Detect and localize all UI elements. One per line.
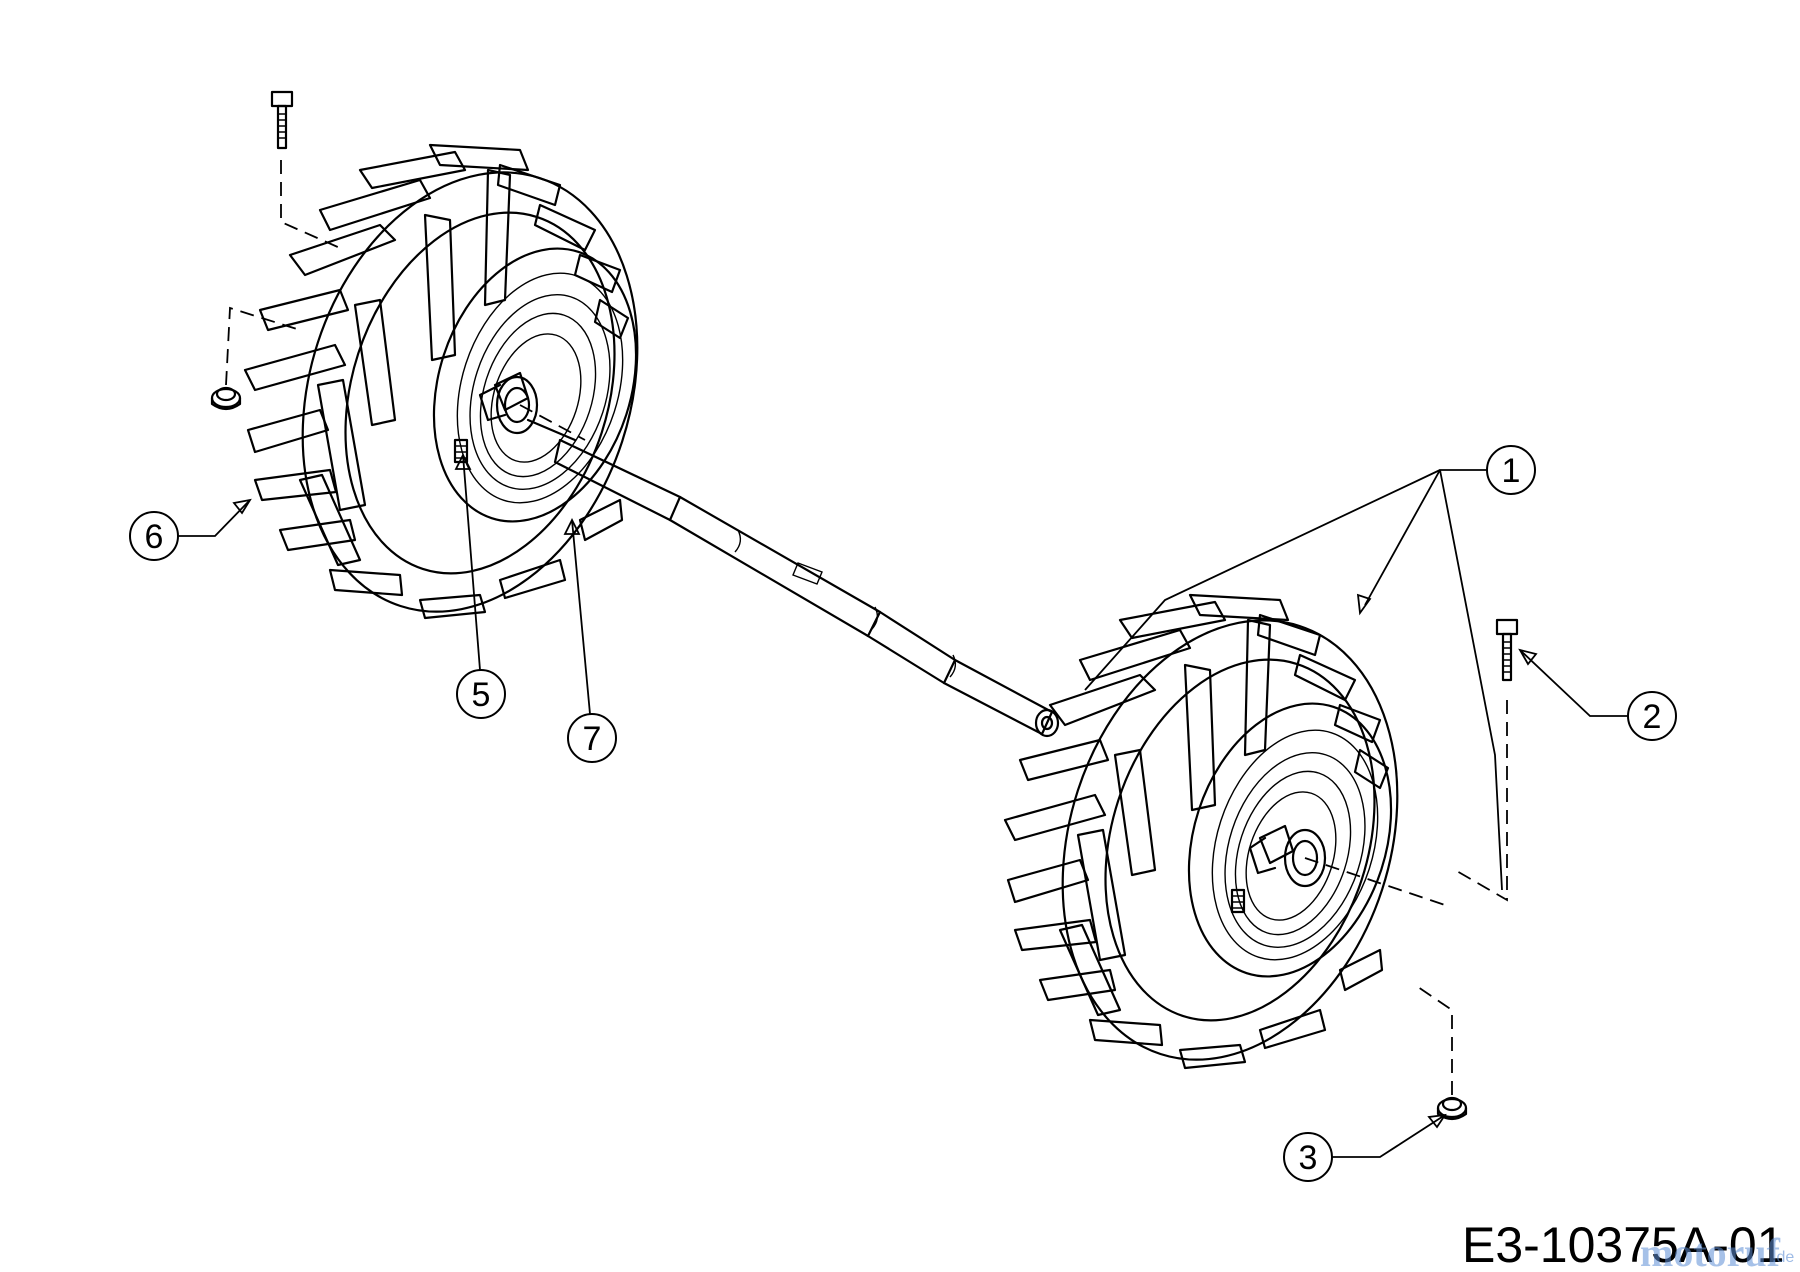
callout-1: 1 [1486, 445, 1536, 495]
right-flange-nut [1436, 1096, 1468, 1121]
drawing-code: E3-10375A-01 [1462, 1217, 1784, 1272]
callout-6: 6 [129, 511, 179, 561]
watermark-suffix: .de [1772, 1249, 1794, 1266]
callout-3: 3 [1283, 1132, 1333, 1182]
left-wheel [243, 143, 639, 620]
callout-6-label: 6 [145, 518, 164, 556]
callout-5-label: 5 [472, 676, 491, 714]
axle-axis-dash-line [519, 404, 586, 441]
left-bolt-dash-line [280, 160, 341, 249]
leader-lines [178, 452, 1628, 1158]
callout-5: 5 [456, 669, 506, 719]
right-bolt [1495, 618, 1519, 682]
right-bolt-dash-line [1454, 700, 1508, 902]
watermark-logo: motoruf [1640, 1230, 1781, 1272]
left-nut-dash-line [225, 306, 301, 386]
callout-7: 7 [567, 713, 617, 763]
callout-2: 2 [1627, 691, 1677, 741]
left-flange-nut [210, 386, 242, 411]
right-hub-dash-line [1304, 857, 1446, 906]
right-nut-dash-line [1414, 984, 1453, 1095]
callout-7-label: 7 [583, 720, 602, 758]
callout-2-label: 2 [1643, 698, 1662, 736]
callout-1-label: 1 [1502, 452, 1521, 490]
callout-3-label: 3 [1299, 1139, 1318, 1177]
left-bolt [270, 90, 294, 150]
right-wheel [1003, 593, 1399, 1070]
axle-shaft [526, 418, 1060, 738]
